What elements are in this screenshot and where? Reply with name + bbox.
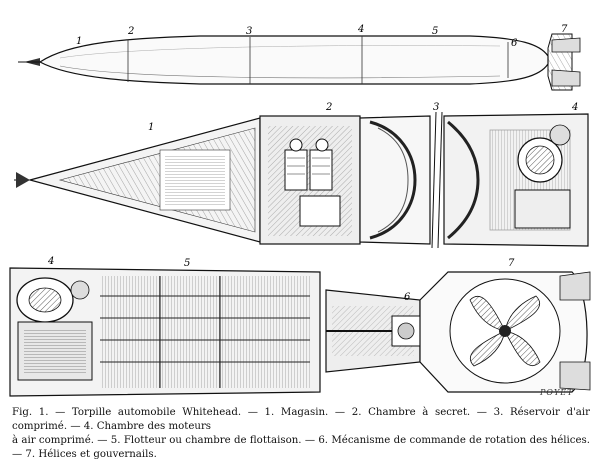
torpedo-cutaway-rear — [9, 267, 591, 397]
bottom-label-7: 7 — [508, 258, 515, 269]
bottom-label-5: 5 — [184, 258, 190, 269]
torpedo-illustration: 1 2 3 4 5 6 7 — [9, 24, 591, 397]
torpedo-cutaway-front — [14, 111, 589, 249]
top-label-4: 4 — [357, 24, 364, 35]
top-label-2: 2 — [127, 26, 134, 37]
top-label-1: 1 — [76, 36, 82, 47]
middle-label-2: 2 — [325, 102, 332, 113]
engraving-plate: 1 2 3 4 5 6 7 — [9, 24, 591, 397]
middle-label-3: 3 — [433, 102, 439, 113]
top-label-6: 6 — [511, 38, 518, 49]
torpedo-exterior-view — [18, 33, 581, 91]
bottom-label-6: 6 — [404, 292, 411, 303]
top-label-5: 5 — [432, 26, 438, 37]
engraver-signature: POYET — [540, 388, 574, 397]
caption-line-2: à air comprimé. — 5. Flotteur ou chambre… — [12, 435, 590, 460]
figure-caption: Fig. 1. — Torpille automobile Whitehead.… — [12, 406, 590, 462]
middle-label-1: 1 — [148, 122, 154, 133]
top-label-7: 7 — [561, 24, 568, 35]
bottom-label-4: 4 — [47, 256, 54, 267]
top-label-3: 3 — [246, 26, 252, 37]
middle-label-4: 4 — [571, 102, 578, 113]
caption-line-1: Fig. 1. — Torpille automobile Whitehead.… — [12, 407, 590, 432]
